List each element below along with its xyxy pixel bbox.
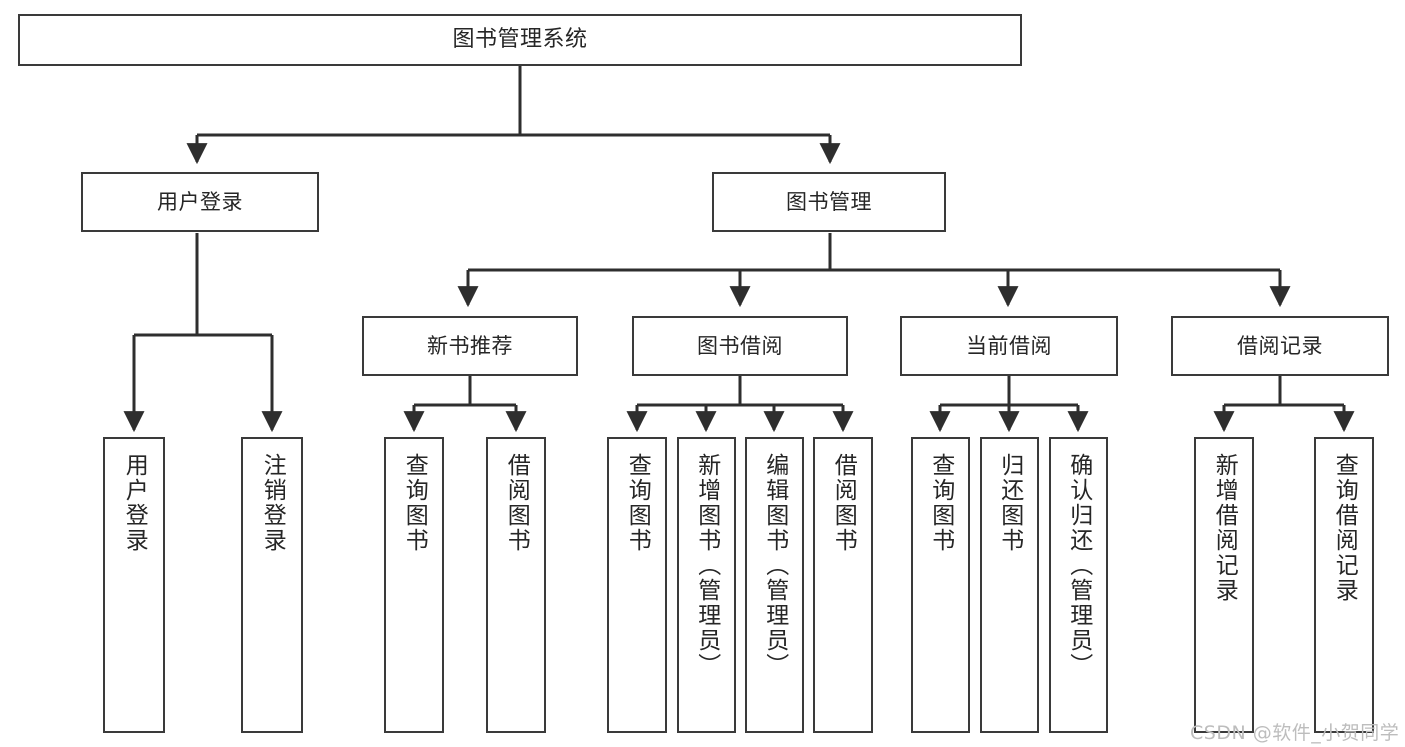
node-label: 图书管理 bbox=[786, 189, 872, 214]
node-label: 新书推荐 bbox=[427, 333, 513, 358]
node-label: 注销登录 bbox=[259, 453, 286, 553]
node-label: 查询图书 bbox=[624, 453, 651, 553]
node-root-library-system[interactable]: 图书管理系统 bbox=[18, 14, 1022, 66]
node-label: 编辑图书（管理员） bbox=[761, 453, 788, 678]
leaf-logout[interactable]: 注销登录 bbox=[241, 437, 303, 733]
node-label: 借阅图书 bbox=[830, 453, 857, 553]
node-label: 查询借阅记录 bbox=[1331, 453, 1358, 603]
node-book-management[interactable]: 图书管理 bbox=[712, 172, 946, 232]
leaf-confirm-return-admin[interactable]: 确认归还（管理员） bbox=[1049, 437, 1108, 733]
leaf-borrow-books-borrowing[interactable]: 借阅图书 bbox=[813, 437, 873, 733]
leaf-query-books-current[interactable]: 查询图书 bbox=[911, 437, 970, 733]
node-label: 确认归还（管理员） bbox=[1065, 453, 1092, 678]
node-label: 新增图书（管理员） bbox=[693, 453, 720, 678]
leaf-borrow-books-recommendation[interactable]: 借阅图书 bbox=[486, 437, 546, 733]
node-label: 图书借阅 bbox=[697, 333, 783, 358]
node-label: 新增借阅记录 bbox=[1211, 453, 1238, 603]
leaf-edit-book-admin[interactable]: 编辑图书（管理员） bbox=[745, 437, 804, 733]
node-label: 当前借阅 bbox=[966, 333, 1052, 358]
csdn-watermark: CSDN @软件_小贺同学 bbox=[1190, 722, 1400, 744]
leaf-add-borrow-record[interactable]: 新增借阅记录 bbox=[1194, 437, 1254, 733]
leaf-user-login[interactable]: 用户登录 bbox=[103, 437, 165, 733]
node-label: 归还图书 bbox=[996, 453, 1023, 553]
node-label: 查询图书 bbox=[927, 453, 954, 553]
leaf-query-borrow-record[interactable]: 查询借阅记录 bbox=[1314, 437, 1374, 733]
leaf-query-books-borrowing[interactable]: 查询图书 bbox=[607, 437, 667, 733]
node-new-book-recommendation[interactable]: 新书推荐 bbox=[362, 316, 578, 376]
node-book-borrowing[interactable]: 图书借阅 bbox=[632, 316, 848, 376]
node-label: 借阅记录 bbox=[1237, 333, 1323, 358]
node-label: 用户登录 bbox=[121, 453, 148, 553]
leaf-add-book-admin[interactable]: 新增图书（管理员） bbox=[677, 437, 736, 733]
leaf-return-books[interactable]: 归还图书 bbox=[980, 437, 1039, 733]
node-label: 用户登录 bbox=[157, 189, 243, 214]
node-user-login[interactable]: 用户登录 bbox=[81, 172, 319, 232]
node-current-borrowing[interactable]: 当前借阅 bbox=[900, 316, 1118, 376]
node-label: 借阅图书 bbox=[503, 453, 530, 553]
node-label: 查询图书 bbox=[401, 453, 428, 553]
leaf-query-books-recommendation[interactable]: 查询图书 bbox=[384, 437, 444, 733]
node-borrow-records[interactable]: 借阅记录 bbox=[1171, 316, 1389, 376]
node-label: 图书管理系统 bbox=[452, 27, 588, 53]
